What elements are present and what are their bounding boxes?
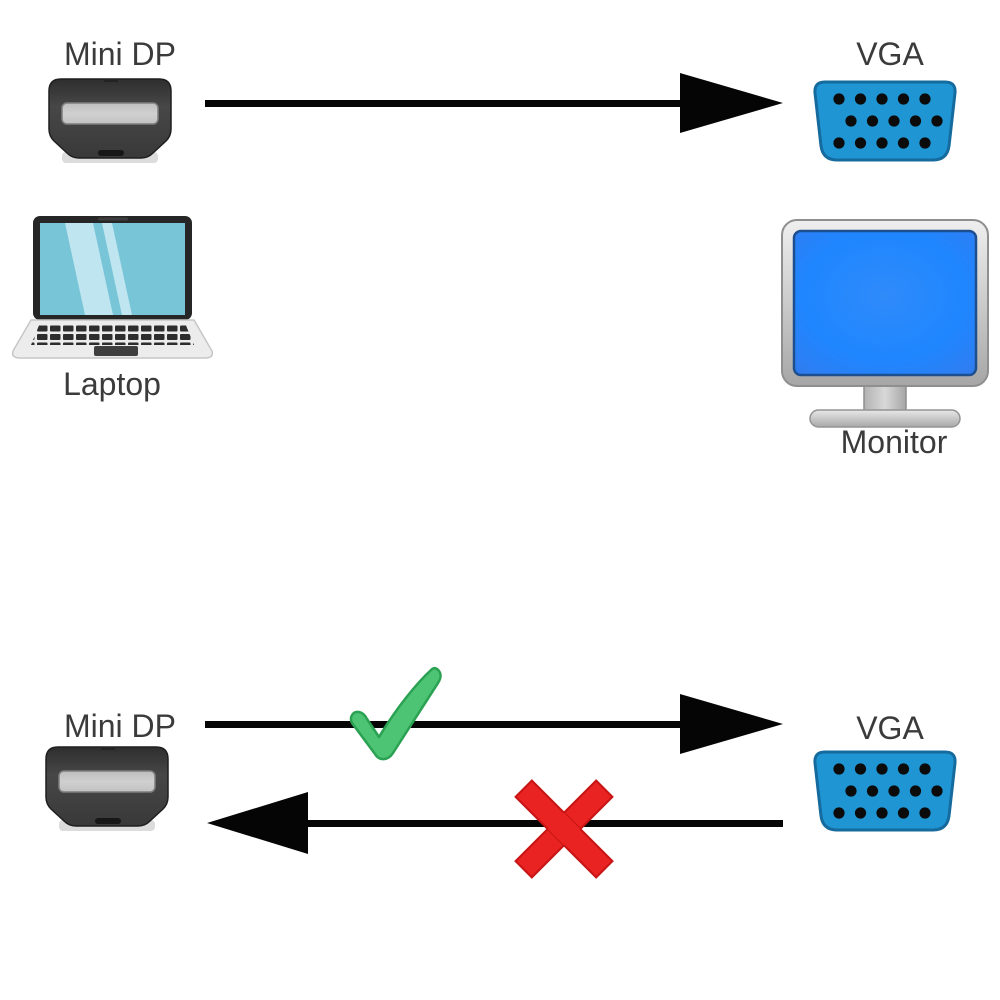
mini-dp-connector-icon <box>45 746 169 834</box>
arrowhead-right-icon <box>680 73 783 133</box>
monitor-icon <box>780 218 990 430</box>
mini-dp-label-top: Mini DP <box>63 36 176 72</box>
arrow-line <box>205 100 683 107</box>
mini-dp-connector-icon <box>48 78 172 166</box>
checkmark-icon <box>345 665 445 765</box>
laptop-label: Laptop <box>63 366 161 402</box>
vga-label-top: VGA <box>856 36 924 72</box>
arrow-line <box>205 721 683 728</box>
vga-connector-icon <box>812 750 958 834</box>
vga-connector-icon <box>812 80 958 164</box>
arrowhead-left-icon <box>207 792 308 854</box>
mini-dp-label-bottom: Mini DP <box>63 708 176 744</box>
vga-label-bottom: VGA <box>856 710 924 746</box>
monitor-label: Monitor <box>840 424 948 460</box>
cross-icon <box>514 779 614 879</box>
arrowhead-right-icon <box>680 694 783 754</box>
laptop-icon <box>10 214 215 364</box>
